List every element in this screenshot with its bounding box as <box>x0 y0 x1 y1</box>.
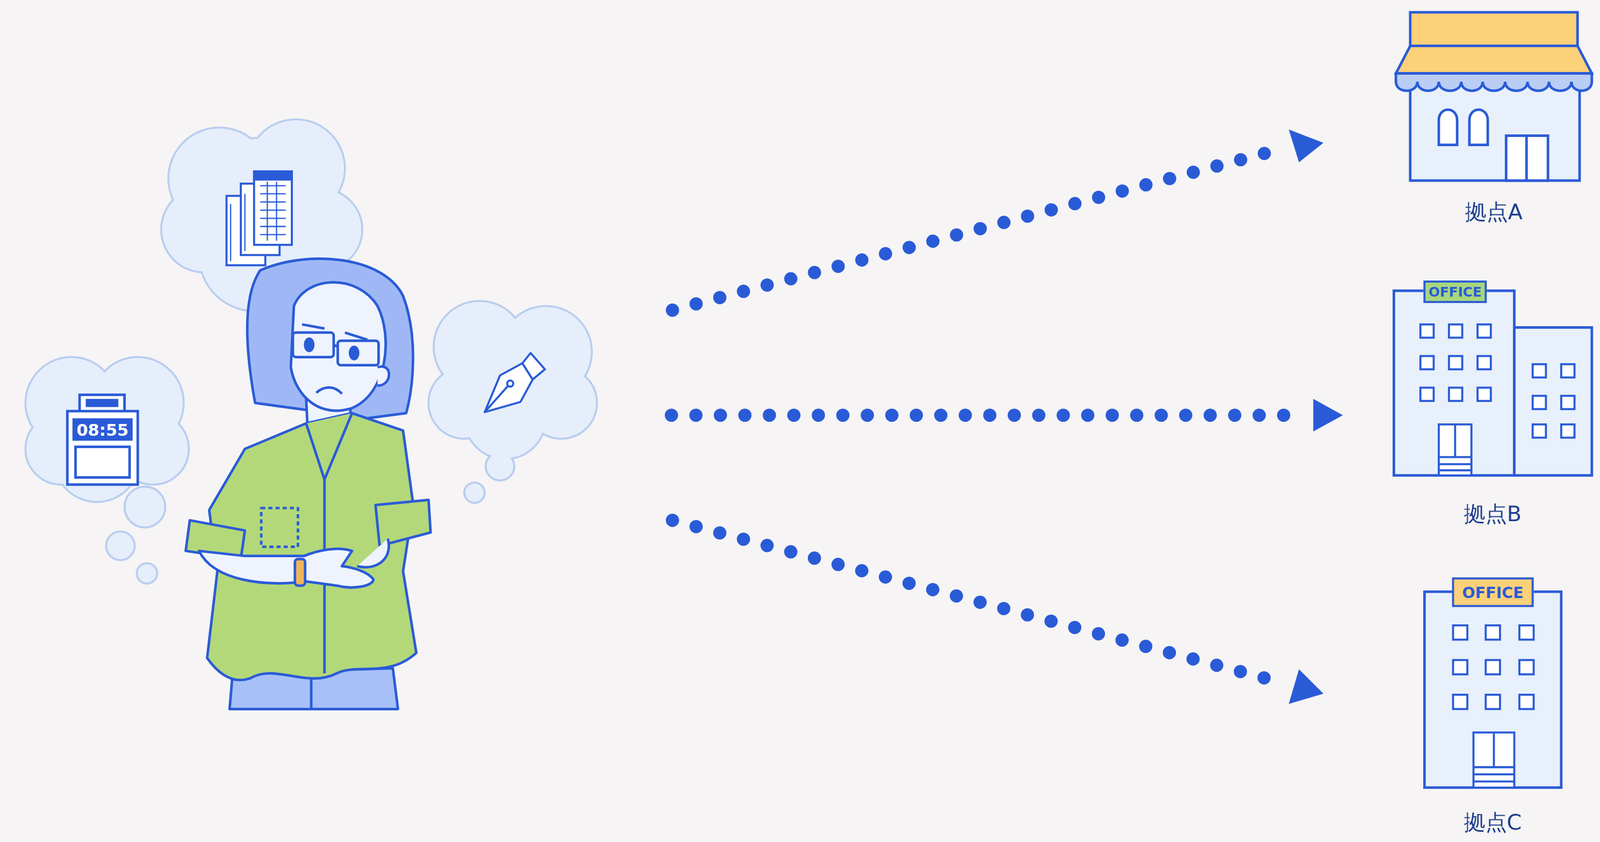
arrow-head <box>1288 129 1344 705</box>
office-sign: OFFICE <box>1452 577 1534 608</box>
sign-text: OFFICE <box>1428 284 1482 300</box>
spreadsheet-icon <box>226 171 292 266</box>
office-building <box>1424 591 1561 788</box>
time-card-icon <box>67 395 138 485</box>
time-text: 08:55 <box>76 419 129 440</box>
time-card-display: 08:55 <box>72 418 133 441</box>
site-label: 拠点A <box>1354 197 1600 227</box>
store-node: 拠点A <box>1375 12 1600 227</box>
office-sign: OFFICE <box>1423 280 1488 304</box>
office-building <box>1393 290 1592 476</box>
dotted-arrow <box>671 149 1296 682</box>
sign-text: OFFICE <box>1462 583 1524 602</box>
site-label: 拠点C <box>1383 808 1600 837</box>
person-illustration <box>185 258 432 709</box>
site-label: 拠点B <box>1353 499 1600 529</box>
pen-nib-icon <box>484 353 545 413</box>
office-node: 拠点BOFFICE <box>1373 278 1600 529</box>
office-node: 拠点COFFICE <box>1403 576 1582 837</box>
store-building <box>1395 12 1592 181</box>
